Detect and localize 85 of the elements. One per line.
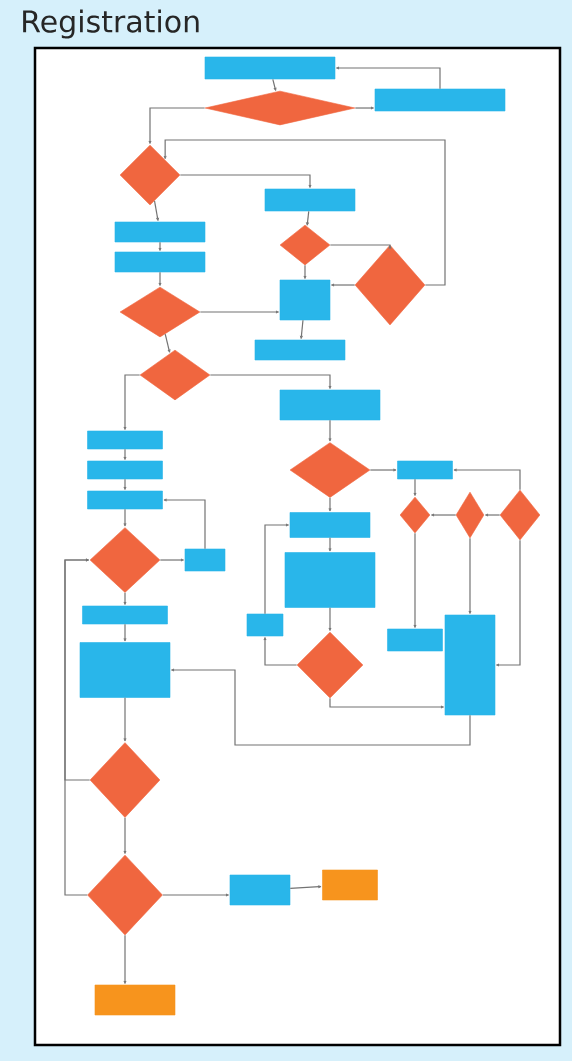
arrow	[209, 374, 332, 389]
arrow	[164, 333, 171, 353]
arrow	[64, 558, 89, 896]
arrow	[431, 513, 457, 517]
arrow	[123, 592, 127, 605]
arrow	[299, 319, 304, 339]
arrow	[159, 558, 184, 562]
process-box	[87, 460, 163, 480]
arrow	[199, 310, 279, 314]
arrow	[485, 513, 501, 517]
decision-diamond	[289, 442, 371, 498]
process-box	[87, 430, 163, 450]
decision-diamond	[87, 854, 163, 936]
arrow	[336, 66, 441, 90]
process-box	[322, 869, 378, 901]
arrow	[329, 697, 444, 709]
arrow	[158, 271, 162, 286]
process-box	[204, 56, 336, 80]
process-box	[444, 614, 496, 716]
arrow	[468, 537, 472, 614]
title: Registration	[23, 9, 199, 39]
arrow	[123, 478, 127, 490]
arrow	[153, 200, 159, 221]
process-box	[279, 389, 381, 421]
process-box	[387, 628, 443, 652]
arrow	[123, 934, 127, 984]
arrow	[331, 283, 356, 287]
process-box	[246, 613, 284, 637]
arrow	[306, 210, 310, 226]
arrow	[158, 241, 162, 251]
decision-diamond	[204, 90, 356, 126]
decision-diamond	[354, 244, 426, 326]
arrow	[328, 607, 332, 631]
process-box	[289, 512, 371, 538]
arrow	[123, 374, 141, 430]
decision-diamond	[89, 742, 161, 818]
arrow	[328, 537, 332, 552]
arrow	[369, 468, 397, 472]
process-box	[87, 490, 163, 510]
arrow	[413, 532, 417, 628]
decision-diamond	[499, 489, 541, 541]
process-box	[82, 605, 168, 625]
arrow	[179, 174, 312, 188]
arrow	[163, 498, 206, 550]
arrow	[289, 885, 322, 889]
process-box	[94, 984, 176, 1016]
arrow	[171, 668, 471, 746]
decision-diamond	[296, 631, 364, 699]
process-box	[79, 642, 171, 698]
process-box	[374, 88, 506, 112]
decision-diamond	[89, 527, 161, 593]
arrow	[123, 448, 127, 460]
process-box	[114, 221, 206, 243]
decision-diamond	[455, 491, 485, 539]
arrow	[123, 508, 127, 527]
arrow	[328, 419, 332, 442]
process-box	[279, 279, 331, 321]
arrow	[263, 637, 298, 666]
process-box	[254, 339, 346, 361]
arrow	[329, 244, 392, 249]
arrow	[496, 539, 521, 667]
decision-diamond	[139, 349, 211, 401]
arrow	[413, 478, 417, 496]
process-box	[114, 251, 206, 273]
arrow	[272, 78, 277, 91]
arrow	[453, 468, 521, 491]
process-box	[397, 460, 453, 480]
process-box	[264, 188, 356, 212]
decision-diamond	[119, 286, 201, 338]
arrow	[148, 107, 206, 144]
arrow	[123, 623, 127, 642]
arrow	[328, 497, 332, 512]
decision-diamond	[279, 224, 331, 266]
arrow	[163, 139, 446, 286]
arrow	[123, 697, 127, 742]
arrow	[354, 106, 374, 110]
process-box	[229, 874, 291, 906]
arrow	[264, 523, 289, 615]
process-box	[184, 548, 226, 572]
process-box	[284, 552, 376, 608]
decision-diamond	[119, 144, 181, 206]
decision-diamond	[399, 496, 431, 534]
arrow	[162, 893, 229, 897]
arrow	[123, 817, 127, 854]
arrow	[303, 264, 307, 279]
